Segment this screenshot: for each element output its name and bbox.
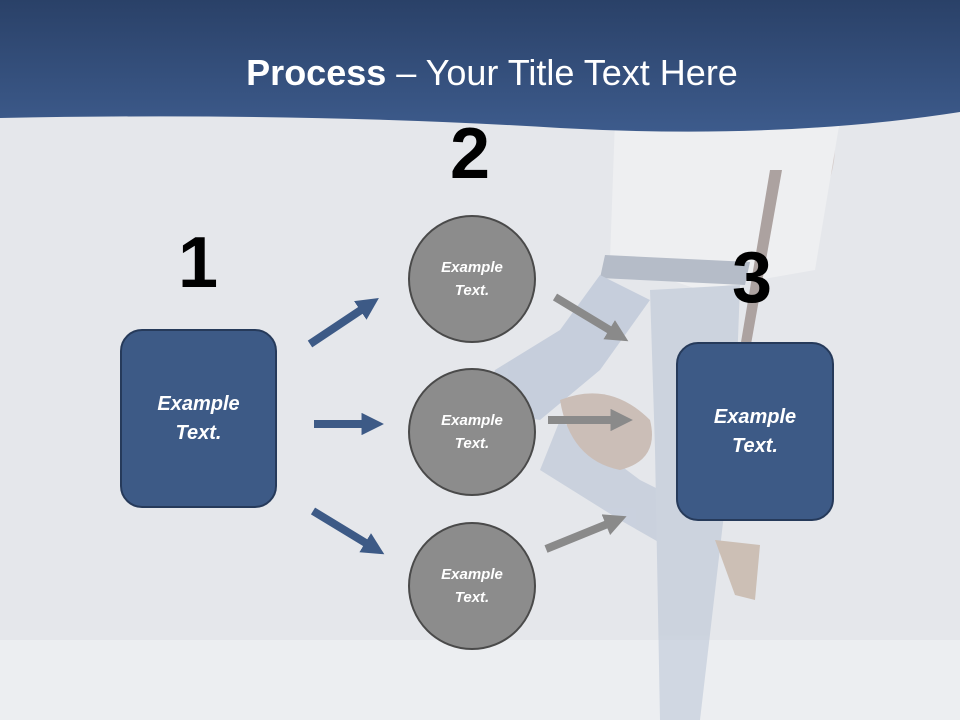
step-3-box-line1: Example	[713, 405, 797, 428]
circle-2-line2: Text.	[454, 435, 490, 452]
step-1-box-line1: Example	[157, 392, 240, 415]
arrow-from-circle-3	[544, 514, 627, 553]
circle-3-line1: Example	[441, 566, 503, 583]
arrow-to-circle-1	[307, 298, 379, 348]
step-2-circle-2: Example Text.	[408, 368, 536, 496]
step-1-box-text: Example Text.	[157, 390, 239, 448]
slide-title: Process – Your Title Text Here	[0, 52, 960, 94]
title-rest: – Your Title Text Here	[386, 52, 738, 93]
floor	[0, 640, 960, 720]
step-2-circle-3: Example Text.	[408, 522, 536, 650]
step-1-box-line2: Text.	[175, 421, 222, 444]
header-band	[0, 0, 960, 132]
arrow-from-circle-1	[552, 293, 629, 342]
step-3-box-line2: Text.	[732, 434, 778, 457]
step-2-circle-1: Example Text.	[408, 215, 536, 343]
step-number-1: 1	[178, 223, 219, 303]
step-3-box: Example Text.	[676, 342, 834, 521]
step-number-2: 2	[450, 114, 491, 194]
background-photo	[480, 120, 840, 720]
circle-3-line2: Text.	[454, 589, 490, 606]
step-3-box-text: Example Text.	[714, 403, 796, 461]
arrow-to-circle-3	[310, 507, 385, 555]
circle-2-line1: Example	[441, 412, 503, 429]
circle-1-line2: Text.	[454, 282, 490, 299]
step-number-3: 3	[732, 238, 773, 318]
title-bold: Process	[246, 52, 387, 93]
circle-1-line1: Example	[441, 259, 503, 276]
step-1-box: Example Text.	[120, 329, 277, 508]
